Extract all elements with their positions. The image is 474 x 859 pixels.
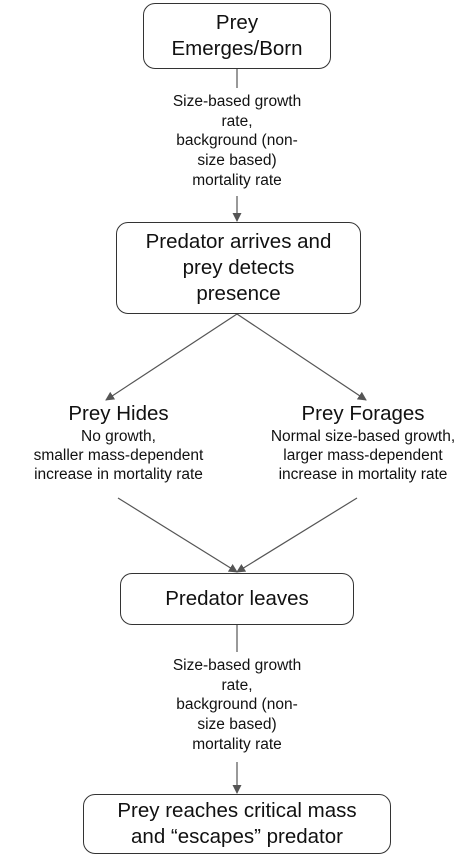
state-prey-forages-line: Normal size-based growth, — [270, 427, 456, 445]
node-prey-emerges-line: Emerges/Born — [171, 37, 303, 60]
edge-label-growth-mortality-top: Size-based growth rate, background (non-… — [147, 92, 327, 190]
node-predator-arrives-line: presence — [196, 282, 281, 306]
edge-label-line: size based) — [197, 152, 277, 170]
edge-label-line: Size-based growth — [172, 93, 302, 110]
edge-label-line: mortality rate — [192, 171, 282, 189]
node-prey-escapes-line: and “escapes” predator — [131, 825, 343, 848]
edge-label-line: background (non- — [176, 132, 298, 150]
arrow-hides-to-leaves — [117, 497, 238, 573]
node-prey-emerges: Prey Emerges/Born — [143, 3, 331, 69]
edge-label-line: rate, — [221, 112, 253, 130]
node-predator-arrives: Predator arrives and prey detects presen… — [116, 222, 361, 314]
state-prey-hides-line: No growth, — [81, 427, 156, 445]
arrow-arrives-to-forages — [236, 313, 367, 401]
node-predator-arrives-line: prey detects — [182, 255, 295, 279]
state-prey-hides: Prey Hides No growth, smaller mass-depen… — [0, 402, 237, 485]
state-prey-hides-title: Prey Hides — [68, 402, 169, 425]
state-prey-forages-title: Prey Forages — [301, 402, 425, 425]
state-prey-forages-line: larger mass-dependent — [283, 446, 443, 464]
edge-label-growth-mortality-bottom: Size-based growth rate, background (non-… — [147, 656, 327, 754]
state-prey-hides-line: increase in mortality rate — [34, 466, 203, 484]
node-predator-leaves: Predator leaves — [120, 573, 354, 625]
node-prey-escapes: Prey reaches critical mass and “escapes”… — [83, 794, 391, 854]
arrow-arrives-to-hides — [105, 313, 238, 401]
arrow-forages-to-leaves — [236, 497, 358, 573]
state-prey-forages: Prey Forages Normal size-based growth, l… — [252, 402, 474, 485]
edge-label-line: rate, — [221, 676, 253, 694]
edge-label-line: mortality rate — [192, 735, 282, 753]
node-prey-emerges-line: Prey — [215, 10, 259, 34]
edge-label-line: size based) — [197, 716, 277, 734]
node-prey-escapes-line: Prey reaches critical mass — [117, 798, 357, 822]
edge-label-line: Size-based growth — [172, 657, 302, 674]
edge-label-line: background (non- — [176, 696, 298, 714]
state-prey-forages-line: increase in mortality rate — [278, 466, 448, 484]
node-predator-arrives-line: Predator arrives and — [145, 229, 332, 253]
state-prey-hides-line: smaller mass-dependent — [33, 446, 204, 464]
node-predator-leaves-line: Predator leaves — [165, 586, 309, 610]
